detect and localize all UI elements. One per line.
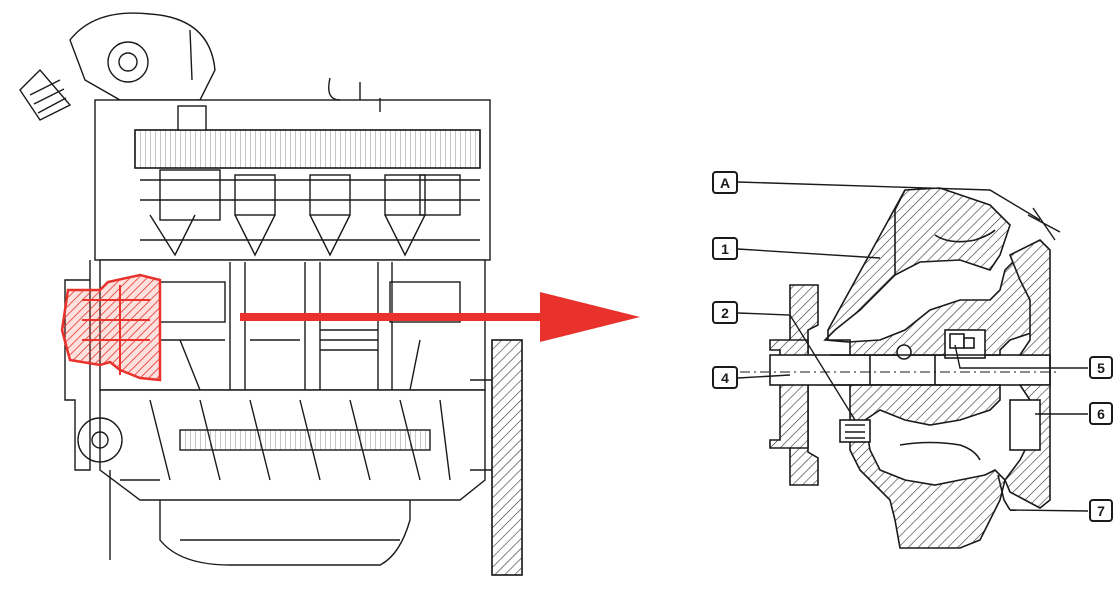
timing-cover: [64, 260, 160, 560]
cylinder-head: [94, 77, 491, 261]
svg-text:5: 5: [1097, 360, 1105, 376]
pump-housing: [823, 187, 1041, 356]
svg-text:A: A: [720, 175, 730, 191]
engine-cutaway: [19, 12, 523, 576]
water-pump-highlight: [60, 273, 162, 382]
svg-text:7: 7: [1097, 503, 1105, 519]
callout-6: 6: [1089, 402, 1113, 425]
svg-text:2: 2: [721, 305, 729, 321]
svg-text:1: 1: [721, 241, 729, 257]
svg-text:6: 6: [1097, 406, 1105, 422]
flywheel: [470, 339, 523, 576]
svg-text:4: 4: [721, 370, 729, 386]
engine-block: [99, 259, 486, 391]
callout-1: 1: [712, 237, 738, 260]
right-arrow-icon: [240, 292, 640, 342]
pump-shaft: [769, 354, 1051, 386]
callout-5: 5: [1089, 356, 1113, 379]
callout-4: 4: [712, 366, 738, 389]
leader-lines: [737, 181, 1089, 512]
turbocharger: [19, 12, 216, 121]
callout-2: 2: [712, 301, 738, 324]
callout-7: 7: [1089, 499, 1113, 522]
crankcase: [99, 389, 486, 566]
nut-6: [1009, 399, 1041, 451]
callout-a: A: [712, 171, 738, 194]
bearing-ball: [896, 344, 912, 360]
water-pump-section: [740, 187, 1060, 549]
pump-housing-lower: [849, 384, 1006, 549]
